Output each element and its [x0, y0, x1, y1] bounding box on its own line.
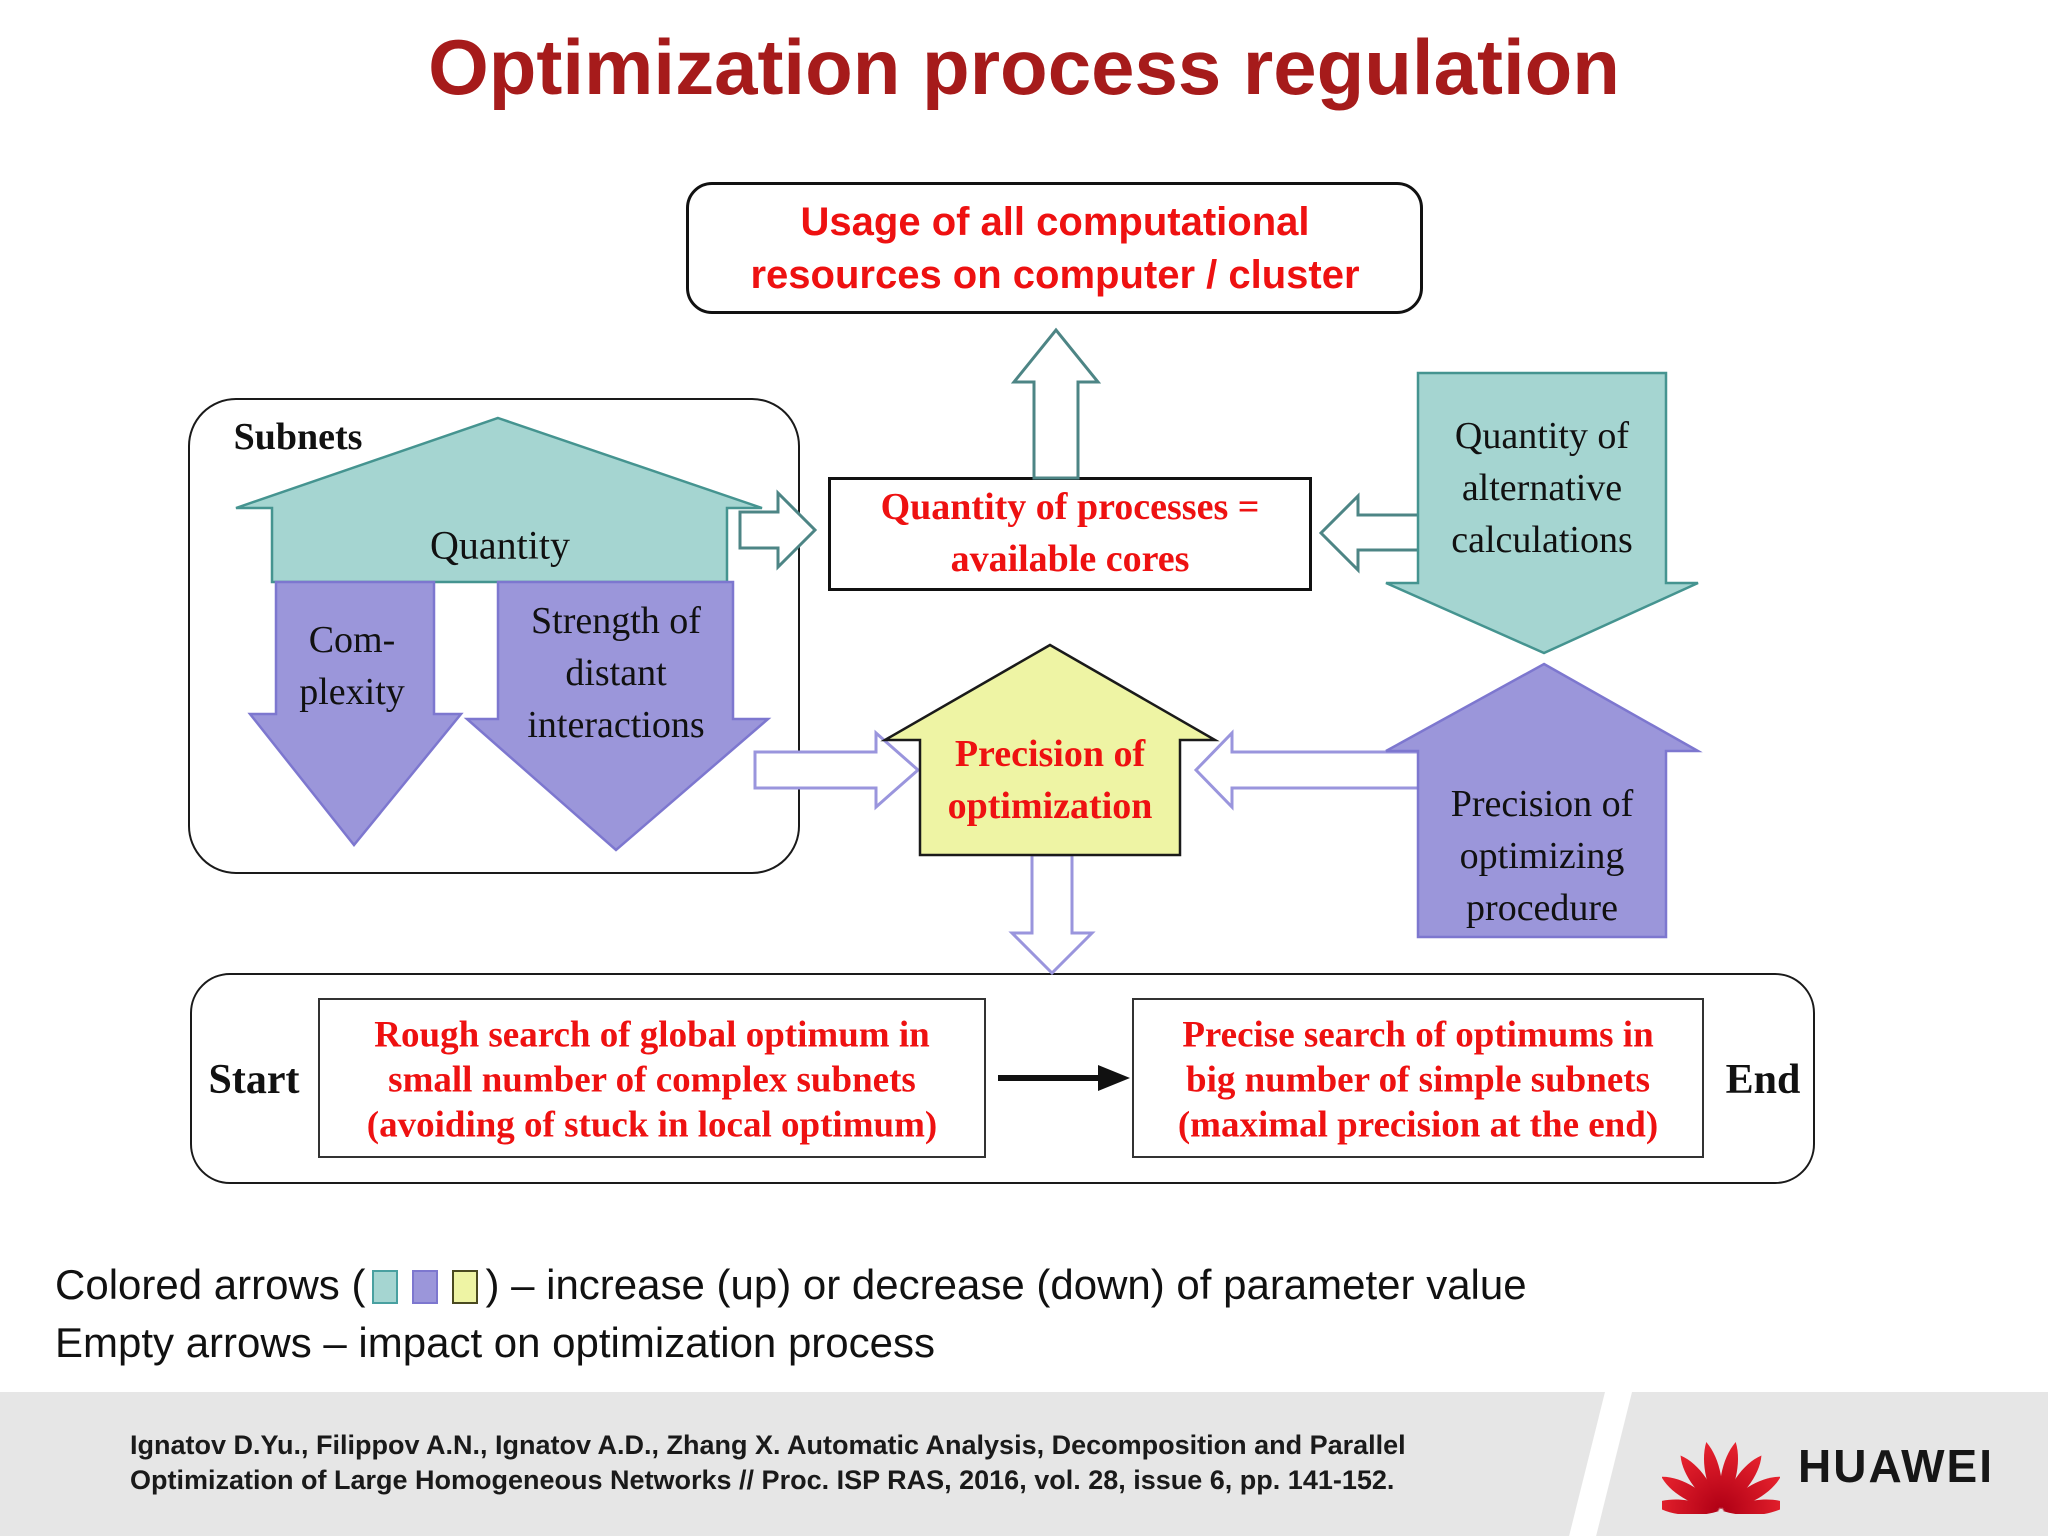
strength-arrow-label: Strength of distant interactions [527, 600, 705, 746]
alt-calculations-down-arrow [1385, 371, 1699, 655]
slide-title: Optimization process regulation [428, 23, 1620, 111]
citation-line-1: Ignatov D.Yu., Filippov A.N., Ignatov A.… [130, 1430, 1406, 1460]
flow-step-arrow [998, 1065, 1130, 1091]
subnets-label: Subnets [233, 416, 363, 458]
precise-search-box [1132, 998, 1704, 1158]
hollow-up-arrow-processes-to-usage [1010, 327, 1102, 480]
quantity-processes-box [828, 477, 1312, 591]
precision-optimization-up-arrow [880, 643, 1220, 857]
legend-colored-suffix: ) – increase (up) or decrease (down) of … [485, 1261, 1527, 1308]
legend-colored-prefix: Colored arrows ( [55, 1261, 366, 1308]
complexity-arrow-label: Com- plexity [299, 619, 405, 713]
huawei-flower-icon [1662, 1441, 1780, 1514]
citation: Ignatov D.Yu., Filippov A.N., Ignatov A.… [130, 1428, 1406, 1498]
optimizing-procedure-label: Precision of optimizing procedure [1450, 783, 1634, 929]
huawei-logo: HUAWEI [1662, 1418, 1994, 1514]
hollow-right-arrow-subnets-to-precision [753, 729, 921, 811]
usage-resources-label: Usage of all computational resources on … [750, 200, 1360, 297]
flow-start-label: Start [208, 1057, 300, 1103]
usage-resources-box [686, 182, 1423, 314]
flow-end-label: End [1725, 1057, 1801, 1103]
teal-swatch-icon [372, 1270, 399, 1304]
optimizing-procedure-up-arrow [1385, 662, 1703, 939]
hollow-left-arrow-altcalc-to-processes [1318, 492, 1422, 574]
rough-search-box [318, 998, 986, 1158]
huawei-wordmark: HUAWEI [1798, 1440, 1994, 1492]
hollow-right-arrow-subnets-to-processes [738, 489, 818, 571]
precision-optimization-label: Precision of optimization [947, 733, 1153, 827]
legend: Colored arrows ( ) – increase (up) or dec… [55, 1256, 1527, 1372]
precise-search-label: Precise search of optimums in big number… [1177, 1014, 1659, 1146]
purple-swatch-icon [412, 1270, 439, 1304]
quantity-arrow-label: Quantity [430, 522, 570, 568]
legend-line-colored: Colored arrows ( ) – increase (up) or dec… [55, 1256, 1527, 1314]
complexity-down-arrow [247, 580, 464, 847]
strength-down-arrow [463, 580, 772, 852]
citation-line-2: Optimization of Large Homogeneous Networ… [130, 1465, 1395, 1495]
alt-calculations-label: Quantity of alternative calculations [1451, 415, 1633, 561]
yellow-swatch-icon [452, 1270, 479, 1304]
hollow-down-arrow-precision-to-flow [1008, 853, 1096, 976]
rough-search-label: Rough search of global optimum in small … [366, 1014, 938, 1146]
legend-line-empty: Empty arrows – impact on optimization pr… [55, 1319, 936, 1366]
quantity-processes-label: Quantity of processes = available cores [880, 486, 1260, 580]
